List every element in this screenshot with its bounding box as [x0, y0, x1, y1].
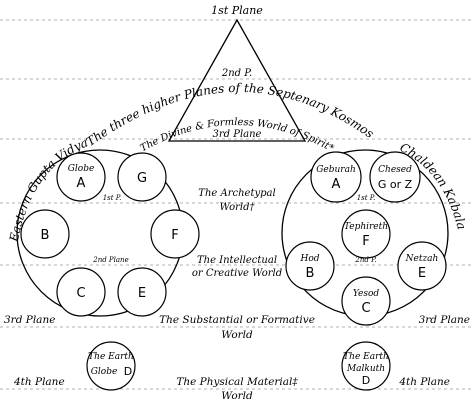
netzah-circle: [397, 241, 447, 291]
geburah-label: Geburah: [316, 165, 356, 175]
physical-world-line2: World: [221, 390, 253, 402]
left-third-plane-label: 3rd Plane: [4, 314, 55, 326]
malkuth-circle: [341, 341, 391, 391]
yesod-label: Yesod: [353, 289, 380, 299]
netzah-letter: E: [418, 266, 426, 281]
right-fourth-plane-label: 4th Plane: [398, 376, 450, 388]
hod-circle: [285, 241, 335, 291]
globe-c-letter: C: [76, 286, 85, 301]
globe-a-letter: A: [77, 176, 86, 191]
chesed-label: Chesed: [378, 165, 412, 175]
right-second-plane-label: 2nd P.: [354, 256, 376, 264]
right-first-plane-label: 1st P.: [357, 194, 376, 202]
plane-1-label: 1st Plane: [211, 4, 263, 17]
left-first-plane-label: 1st P.: [103, 194, 122, 202]
globe-f-letter: F: [171, 228, 178, 243]
yesod-letter: C: [361, 301, 370, 316]
globe-word: Globe: [68, 164, 95, 174]
left-second-plane-label: 2nd Plane: [92, 256, 128, 264]
earth-globe-line1: The Earth: [88, 352, 134, 362]
archetypal-world-line1: The Archetypal: [198, 188, 275, 199]
geburah-circle: [310, 151, 362, 203]
right-third-plane-label: 3rd Plane: [419, 314, 470, 326]
globe-c-circle: [56, 267, 106, 317]
malkuth-line1: The Earth: [343, 352, 389, 362]
hod-label: Hod: [299, 254, 319, 264]
globe-g-circle: [117, 152, 167, 202]
earth-globe-line2: Globe: [91, 367, 118, 377]
globe-f-circle: [150, 209, 200, 259]
tephireth-label: Tephireth: [344, 222, 388, 232]
hod-letter: B: [306, 266, 315, 281]
globe-b-circle: [20, 209, 70, 259]
intellectual-world-line2: or Creative World: [192, 268, 282, 279]
plane-2-label: 2nd P.: [221, 68, 252, 79]
globe-e-circle: [117, 267, 167, 317]
tephireth-circle: [341, 209, 391, 259]
earth-globe-d-letter: D: [124, 365, 132, 378]
netzah-label: Netzah: [405, 254, 439, 264]
plane-3-label: 3rd Plane: [213, 129, 262, 140]
malkuth-line2: Malkuth: [346, 364, 385, 374]
malkuth-d-letter: D: [362, 374, 370, 387]
chesed-circle: [369, 151, 421, 203]
yesod-circle: [341, 276, 391, 326]
globe-d-circle: [86, 341, 136, 391]
globe-b-letter: B: [41, 228, 50, 243]
geburah-letter: A: [332, 177, 341, 192]
tephireth-letter: F: [362, 234, 369, 249]
archetypal-world-line2: World†: [220, 202, 256, 213]
chesed-letter: G or Z: [378, 178, 413, 191]
intellectual-world-line1: The Intellectual: [197, 255, 277, 266]
globe-g-letter: G: [137, 171, 147, 186]
physical-world-line1: The Physical Material‡: [176, 376, 298, 388]
globe-e-letter: E: [138, 286, 146, 301]
substantial-world-line1: The Substantial or Formative: [159, 314, 315, 326]
substantial-world-line2: World: [221, 329, 253, 341]
left-fourth-plane-label: 4th Plane: [13, 376, 65, 388]
globe-a-circle: [56, 152, 106, 202]
spirit-triangle: [167, 18, 307, 142]
